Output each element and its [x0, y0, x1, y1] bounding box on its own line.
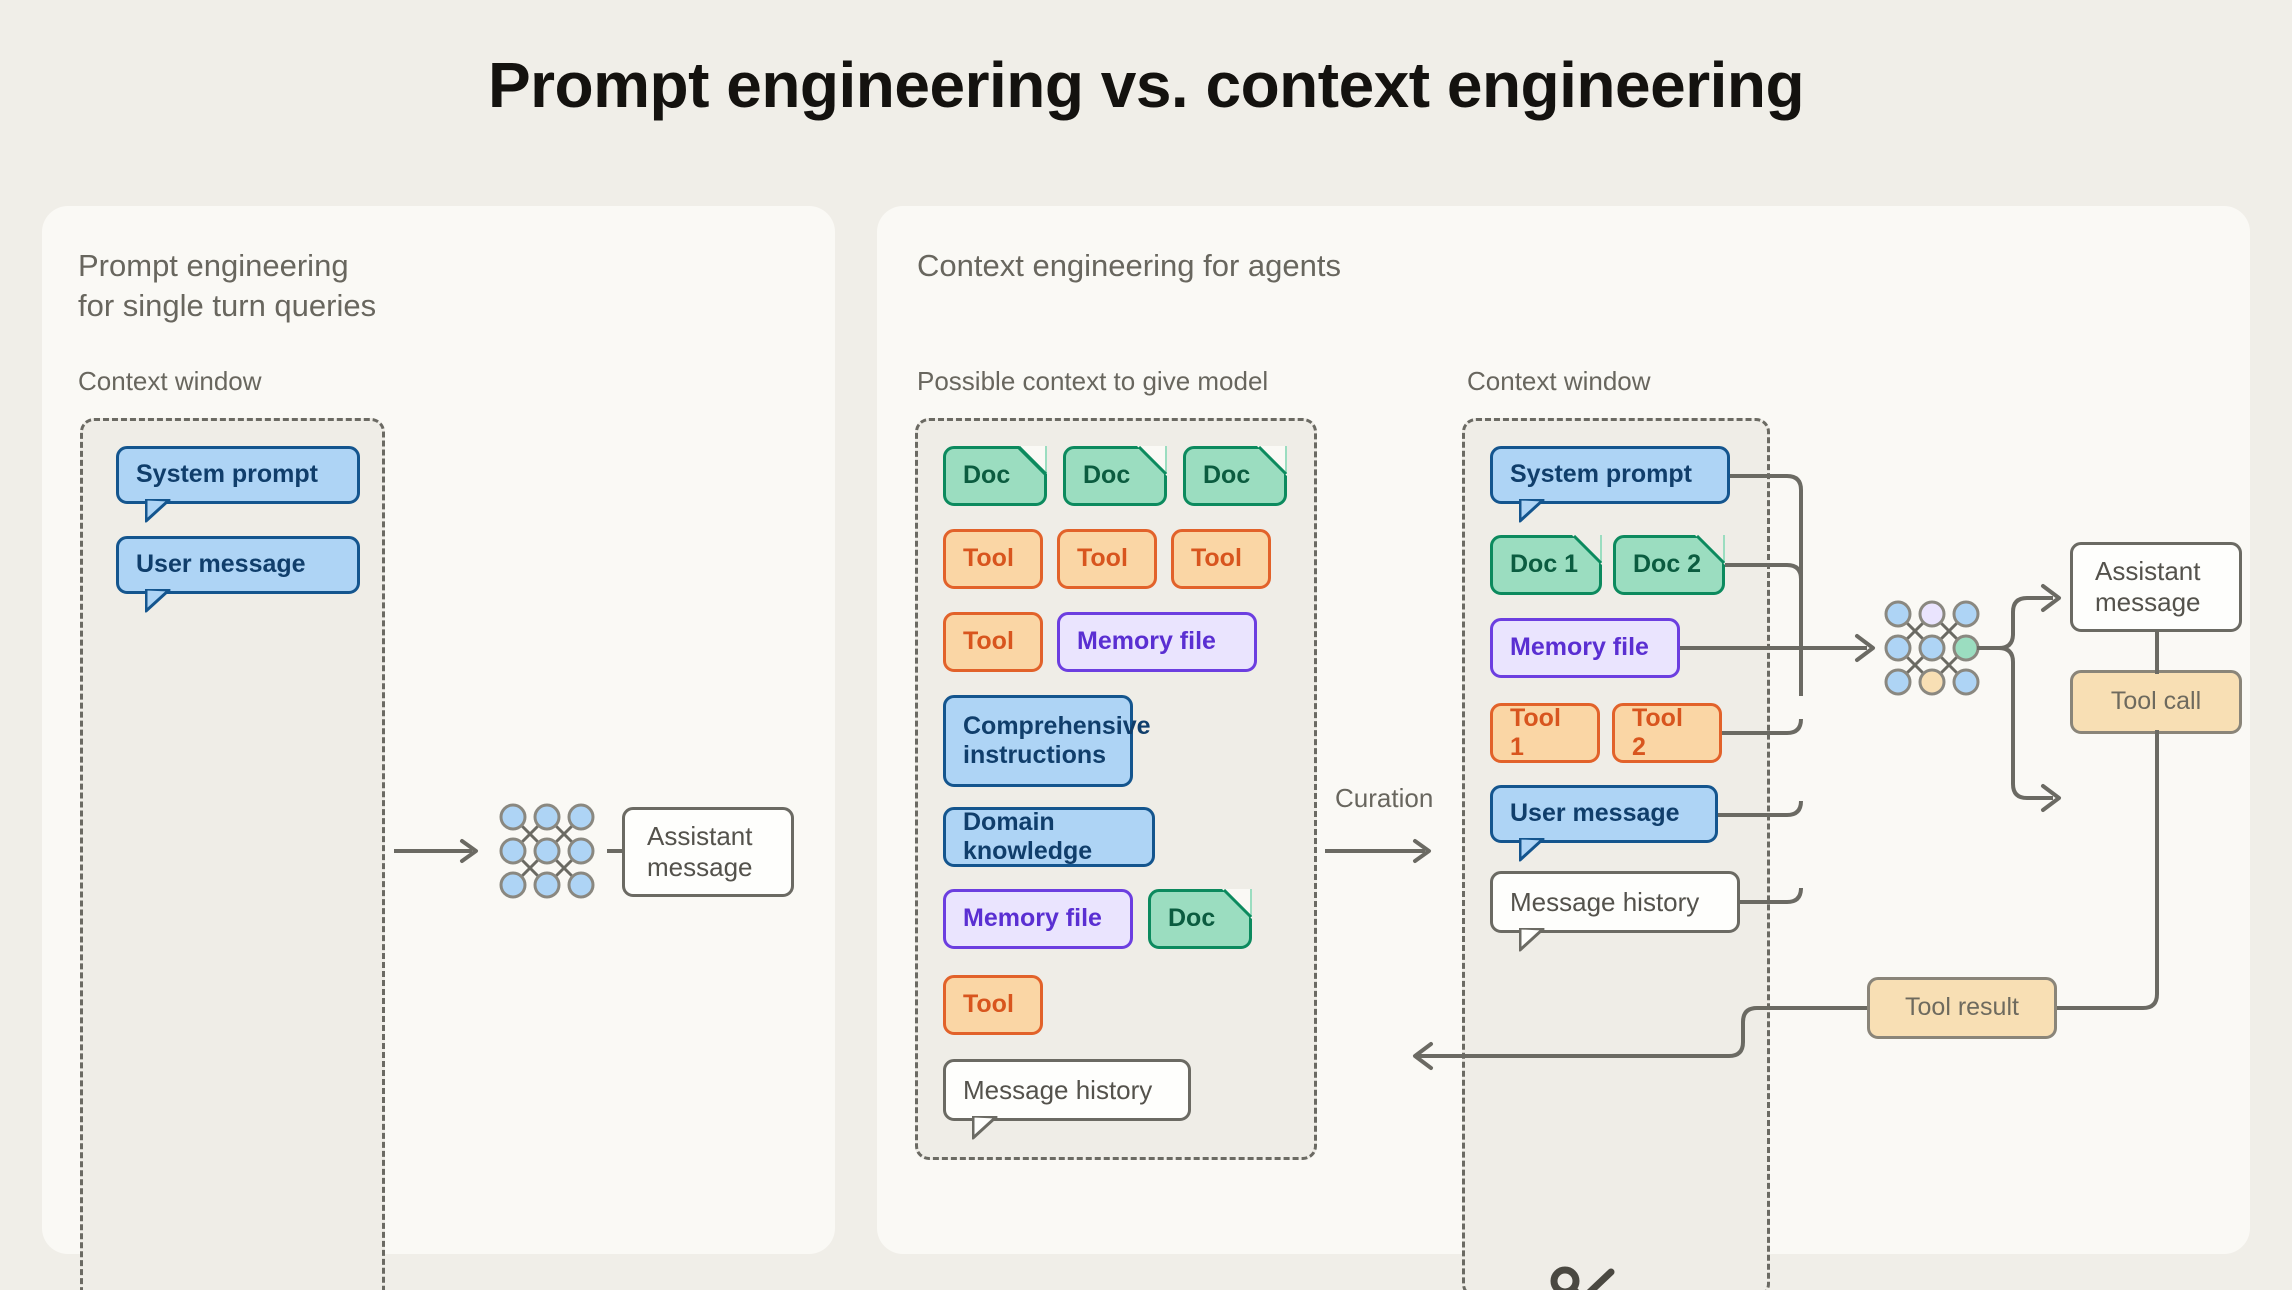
chip-label: Memory file	[1510, 633, 1649, 662]
chip-domain-knowledge[interactable]: Domain knowledge	[943, 807, 1155, 867]
assistant-to-toolcall-link	[2155, 630, 2159, 674]
chip-doc[interactable]: Doc	[943, 446, 1047, 506]
doc-fold-icon	[1257, 446, 1287, 476]
chip-tool-2[interactable]: Tool 2	[1612, 703, 1722, 763]
chip-label: Memory file	[1077, 627, 1216, 656]
bubble-tail-icon	[1519, 838, 1545, 862]
chip-user-message[interactable]: User message	[116, 536, 360, 613]
context-bus-connectors	[1680, 474, 1875, 904]
chip-doc-2[interactable]: Doc 2	[1613, 535, 1725, 595]
neural-network-icon	[499, 803, 595, 899]
chip-label: Doc 1	[1510, 550, 1579, 579]
chip-assistant-message[interactable]: Assistant message	[622, 807, 794, 897]
chip-label: Tool	[963, 627, 1014, 656]
possible-context-label: Possible context to give model	[917, 366, 1269, 396]
bubble-tail-icon	[972, 1116, 998, 1140]
model-output-fork	[1977, 584, 2061, 812]
chip-label: Assistant message	[2095, 556, 2201, 617]
chip-tool[interactable]: Tool	[1171, 529, 1271, 589]
chip-system-prompt[interactable]: System prompt	[1490, 446, 1730, 523]
doc-fold-icon	[1695, 535, 1725, 565]
doc-fold-icon	[1137, 446, 1167, 476]
bubble-tail-icon	[1519, 499, 1545, 523]
chip-label: Tool	[963, 990, 1014, 1019]
chip-label: Doc 2	[1633, 550, 1702, 579]
chip-tool[interactable]: Tool	[943, 529, 1043, 589]
chip-tool[interactable]: Tool	[943, 975, 1043, 1035]
chip-user-message[interactable]: User message	[1490, 785, 1718, 862]
arrow-context-to-model	[394, 839, 478, 863]
left-card-title: Prompt engineering for single turn queri…	[78, 248, 377, 324]
neural-network-icon	[1884, 600, 1980, 696]
chip-label: Message history	[963, 1074, 1153, 1105]
chip-label: System prompt	[136, 460, 318, 489]
chip-label: Comprehensive instructions	[963, 711, 1151, 770]
chip-label: Tool	[1077, 544, 1128, 573]
doc-fold-icon	[1017, 446, 1047, 476]
right-card-title: Context engineering for agents	[917, 248, 1341, 283]
chip-label: Domain knowledge	[963, 807, 1093, 866]
chip-doc[interactable]: Doc	[1148, 889, 1252, 949]
chip-doc-1[interactable]: Doc 1	[1490, 535, 1602, 595]
tool-result-feedback-loop	[1413, 730, 2159, 1070]
chip-label: Doc	[963, 461, 1011, 490]
chip-message-history[interactable]: Message history	[943, 1059, 1191, 1140]
page-title: Prompt engineering vs. context engineeri…	[487, 49, 1805, 121]
chip-label: Assistant message	[647, 821, 753, 882]
chip-label: System prompt	[1510, 460, 1692, 489]
chip-label: Doc	[1203, 461, 1251, 490]
right-context-window-label: Context window	[1467, 366, 1651, 396]
bubble-tail-icon	[1519, 928, 1545, 952]
chip-memory-file[interactable]: Memory file	[943, 889, 1133, 949]
chip-label: User message	[1510, 799, 1680, 828]
arrow-curation	[1325, 839, 1431, 863]
context-engineering-card: Context engineering for agents Possible …	[877, 206, 2250, 1290]
chip-label: Tool 2	[1632, 703, 1683, 762]
chip-message-history[interactable]: Message history	[1490, 871, 1740, 952]
chip-label: Tool call	[2110, 687, 2202, 716]
chip-memory-file[interactable]: Memory file	[1490, 618, 1680, 678]
chip-assistant-message[interactable]: Assistant message	[2070, 542, 2242, 632]
curation-label: Curation	[1335, 783, 1434, 813]
chip-label: Tool	[963, 544, 1014, 573]
chip-tool-result[interactable]: Tool result	[1867, 977, 2057, 1039]
bubble-tail-icon	[145, 499, 171, 523]
chip-label: Tool	[1191, 544, 1242, 573]
chip-comprehensive-instructions[interactable]: Comprehensive instructions	[943, 695, 1151, 787]
scissors-icon	[1550, 1266, 1615, 1290]
doc-fold-icon	[1222, 889, 1252, 919]
prompt-engineering-card: Prompt engineering for single turn queri…	[42, 206, 835, 1290]
bubble-tail-icon	[145, 589, 171, 613]
chip-label: Doc	[1083, 461, 1131, 490]
chip-label: User message	[136, 550, 306, 579]
chip-tool[interactable]: Tool	[943, 612, 1043, 672]
chip-label: Memory file	[963, 904, 1102, 933]
chip-label: Tool 1	[1510, 703, 1561, 762]
doc-fold-icon	[1572, 535, 1602, 565]
chip-label: Doc	[1168, 904, 1216, 933]
chip-system-prompt[interactable]: System prompt	[116, 446, 360, 523]
chip-tool-call[interactable]: Tool call	[2070, 670, 2242, 734]
chip-doc[interactable]: Doc	[1183, 446, 1287, 506]
chip-label: Tool result	[1905, 993, 2019, 1022]
left-context-window-label: Context window	[78, 366, 262, 396]
chip-doc[interactable]: Doc	[1063, 446, 1167, 506]
chip-tool-1[interactable]: Tool 1	[1490, 703, 1600, 763]
chip-label: Message history	[1510, 886, 1700, 917]
chip-memory-file[interactable]: Memory file	[1057, 612, 1257, 672]
chip-tool[interactable]: Tool	[1057, 529, 1157, 589]
